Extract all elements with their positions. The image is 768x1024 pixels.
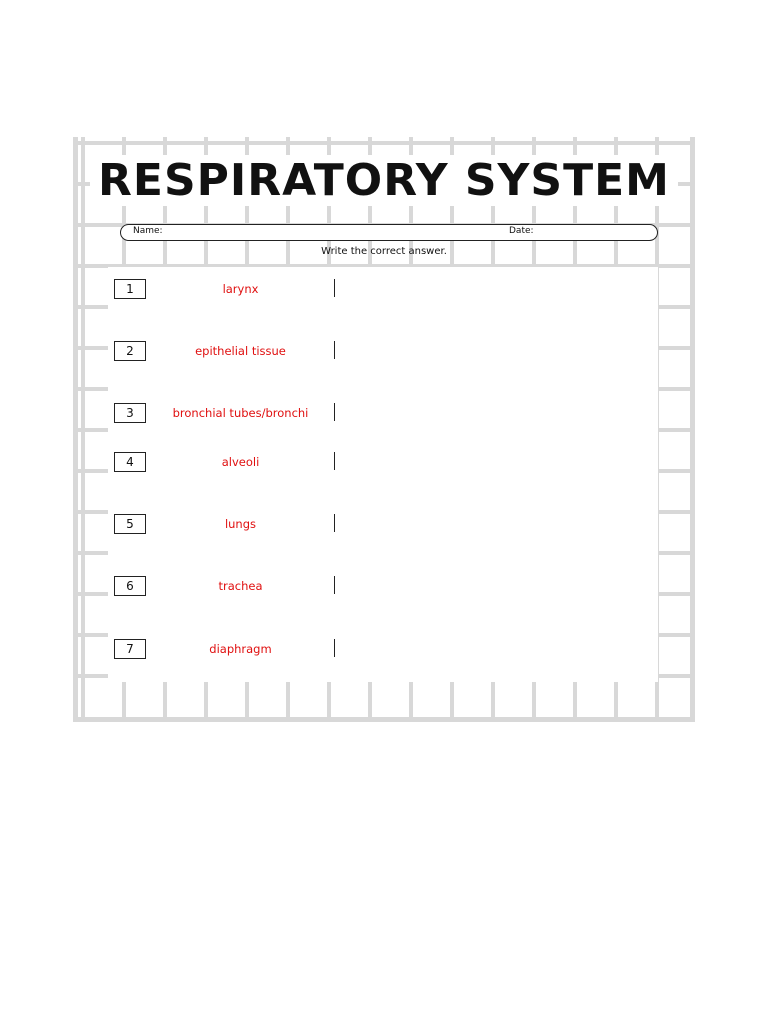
worksheet-sheet: RESPIRATORY SYSTEM Name: Date: Write the… xyxy=(73,137,695,722)
item-number: 4 xyxy=(114,452,146,472)
list-item: 4 alveoli xyxy=(108,452,658,474)
item-number: 3 xyxy=(114,403,146,423)
date-label: Date: xyxy=(509,226,534,236)
instructions: Write the correct answer. xyxy=(321,246,447,257)
item-term: bronchial tubes/bronchi xyxy=(172,406,309,420)
answer-divider xyxy=(334,279,335,297)
item-term: trachea xyxy=(218,579,263,593)
answer-area: 1 larynx 2 epithelial tissue 3 bronchial… xyxy=(108,267,658,682)
name-label: Name: xyxy=(133,226,163,236)
item-term: epithelial tissue xyxy=(195,344,286,358)
list-item: 2 epithelial tissue xyxy=(108,341,658,363)
item-number: 5 xyxy=(114,514,146,534)
item-number: 2 xyxy=(114,341,146,361)
list-item: 1 larynx xyxy=(108,279,658,301)
answer-divider xyxy=(334,639,335,657)
answer-divider xyxy=(334,452,335,470)
list-item: 7 diaphragm xyxy=(108,639,658,661)
item-number: 6 xyxy=(114,576,146,596)
item-term: alveoli xyxy=(221,455,260,469)
answer-divider xyxy=(334,341,335,359)
answer-divider xyxy=(334,514,335,532)
item-term: lungs xyxy=(224,517,257,531)
list-item: 3 bronchial tubes/bronchi xyxy=(108,403,658,425)
worksheet-title-text: RESPIRATORY SYSTEM xyxy=(90,155,678,206)
answer-divider xyxy=(334,403,335,421)
item-number: 7 xyxy=(114,639,146,659)
name-date-bar: Name: Date: xyxy=(120,224,658,241)
item-term: diaphragm xyxy=(209,642,272,656)
item-number: 1 xyxy=(114,279,146,299)
worksheet-title: RESPIRATORY SYSTEM xyxy=(78,155,690,206)
list-item: 5 lungs xyxy=(108,514,658,536)
list-item: 6 trachea xyxy=(108,576,658,598)
item-term: larynx xyxy=(222,282,259,296)
answer-divider xyxy=(334,576,335,594)
